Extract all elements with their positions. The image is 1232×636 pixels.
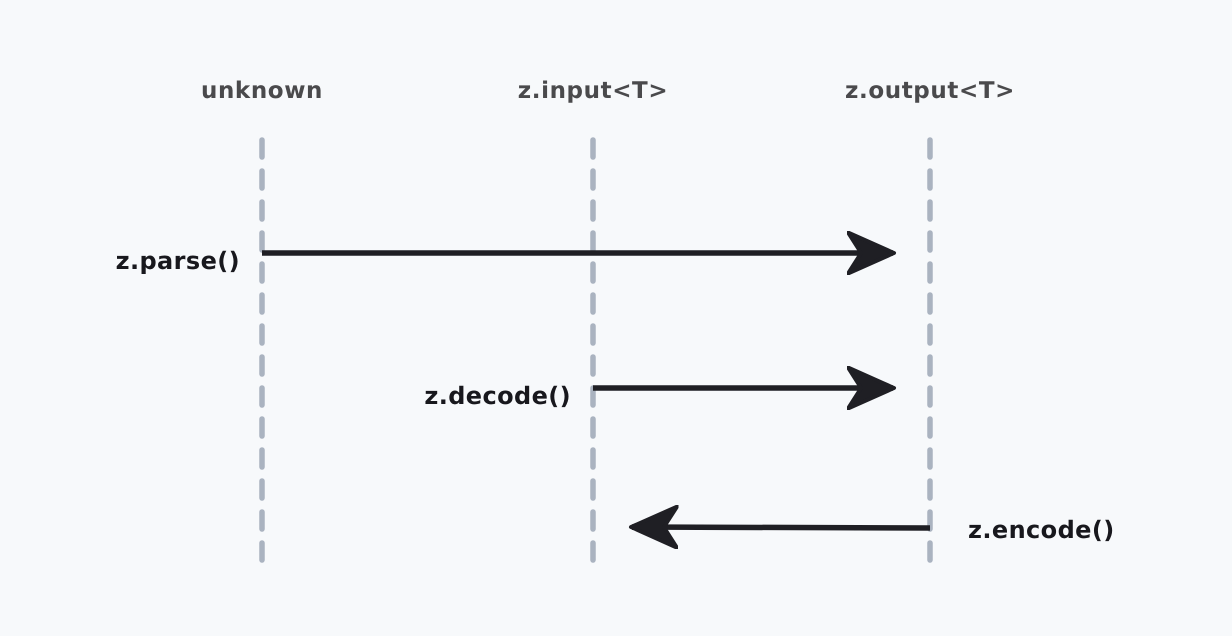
message-arrow-encode — [632, 527, 931, 528]
participant-label-z-input: z.input<T> — [517, 78, 669, 104]
messages-group — [262, 253, 931, 528]
participant-label-unknown: unknown — [200, 78, 324, 104]
lifelines-group — [259, 137, 933, 573]
participant-label-z-output: z.output<T> — [845, 78, 1015, 104]
message-label-encode: z.encode() — [968, 516, 1115, 544]
message-label-decode: z.decode() — [424, 382, 571, 410]
message-label-parse: z.parse() — [115, 247, 240, 275]
